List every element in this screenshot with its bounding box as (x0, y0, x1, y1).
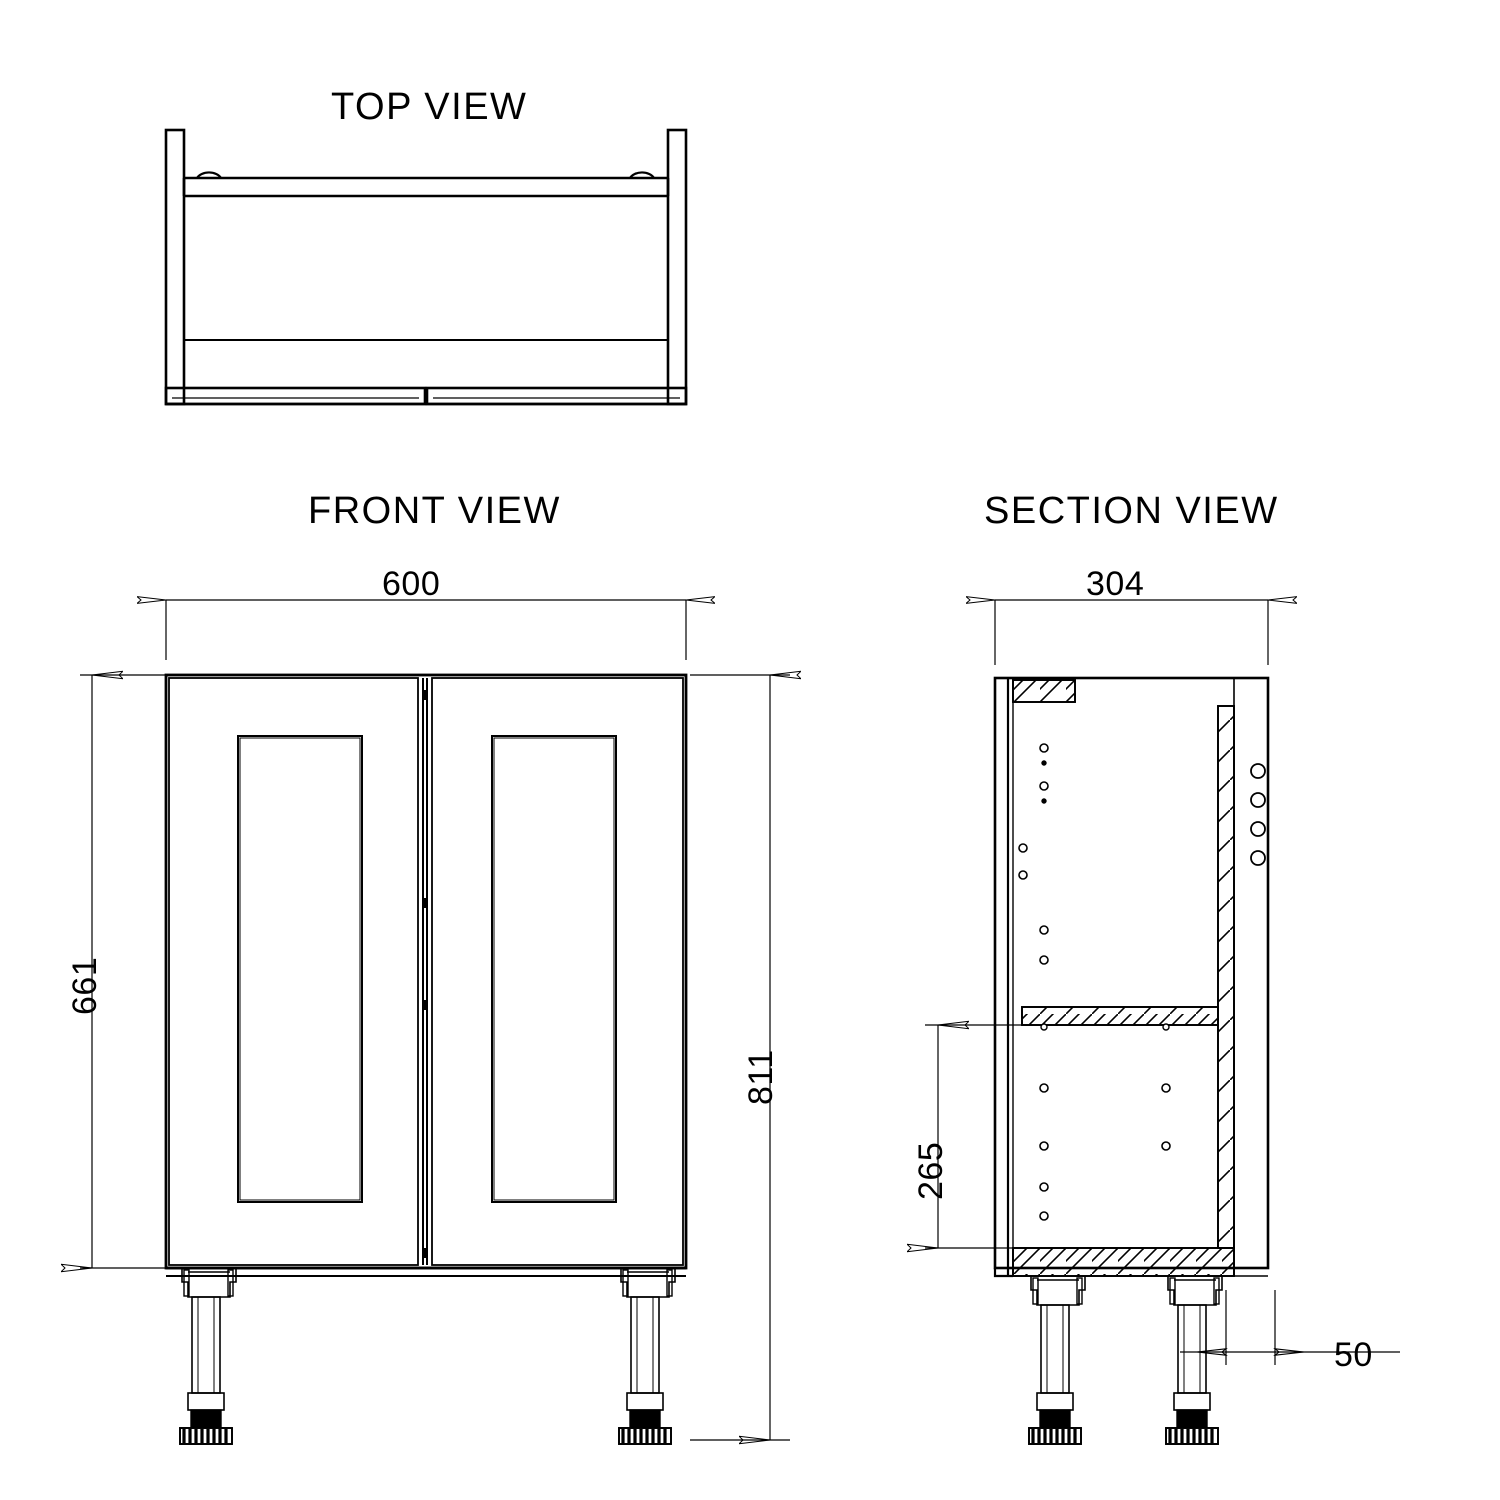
dimension-label-265: 265 (912, 1141, 950, 1200)
front-view-geometry (80, 600, 790, 1445)
dimension-304 (995, 600, 1268, 665)
dimension-811 (690, 675, 790, 1440)
dimension-label-600: 600 (382, 565, 441, 603)
hinge-fixing-holes (1250, 763, 1266, 866)
dimension-265 (925, 1025, 1030, 1248)
front-leg-left (179, 1268, 237, 1445)
section-leg-right (1165, 1276, 1223, 1445)
base-panel (1012, 1247, 1235, 1277)
top-view-title: TOP VIEW (331, 86, 528, 128)
dimension-600 (166, 600, 686, 660)
hinge-plate (1012, 679, 1076, 703)
dimension-label-661: 661 (66, 956, 104, 1015)
dimension-50 (1180, 1290, 1400, 1365)
back-panel (1217, 705, 1235, 1249)
dimension-label-811: 811 (742, 1049, 780, 1105)
front-view-title: FRONT VIEW (308, 490, 561, 532)
dimension-label-304: 304 (1086, 565, 1145, 603)
shelf-pin-holes (1018, 743, 1171, 1221)
dimension-661 (80, 675, 180, 1268)
dimension-label-50: 50 (1334, 1336, 1373, 1374)
top-view-geometry (164, 128, 688, 406)
section-leg-left (1028, 1276, 1086, 1445)
shelf (1021, 1006, 1219, 1031)
section-view-geometry (925, 600, 1400, 1445)
section-view-title: SECTION VIEW (984, 490, 1279, 532)
front-leg-right (618, 1268, 676, 1445)
